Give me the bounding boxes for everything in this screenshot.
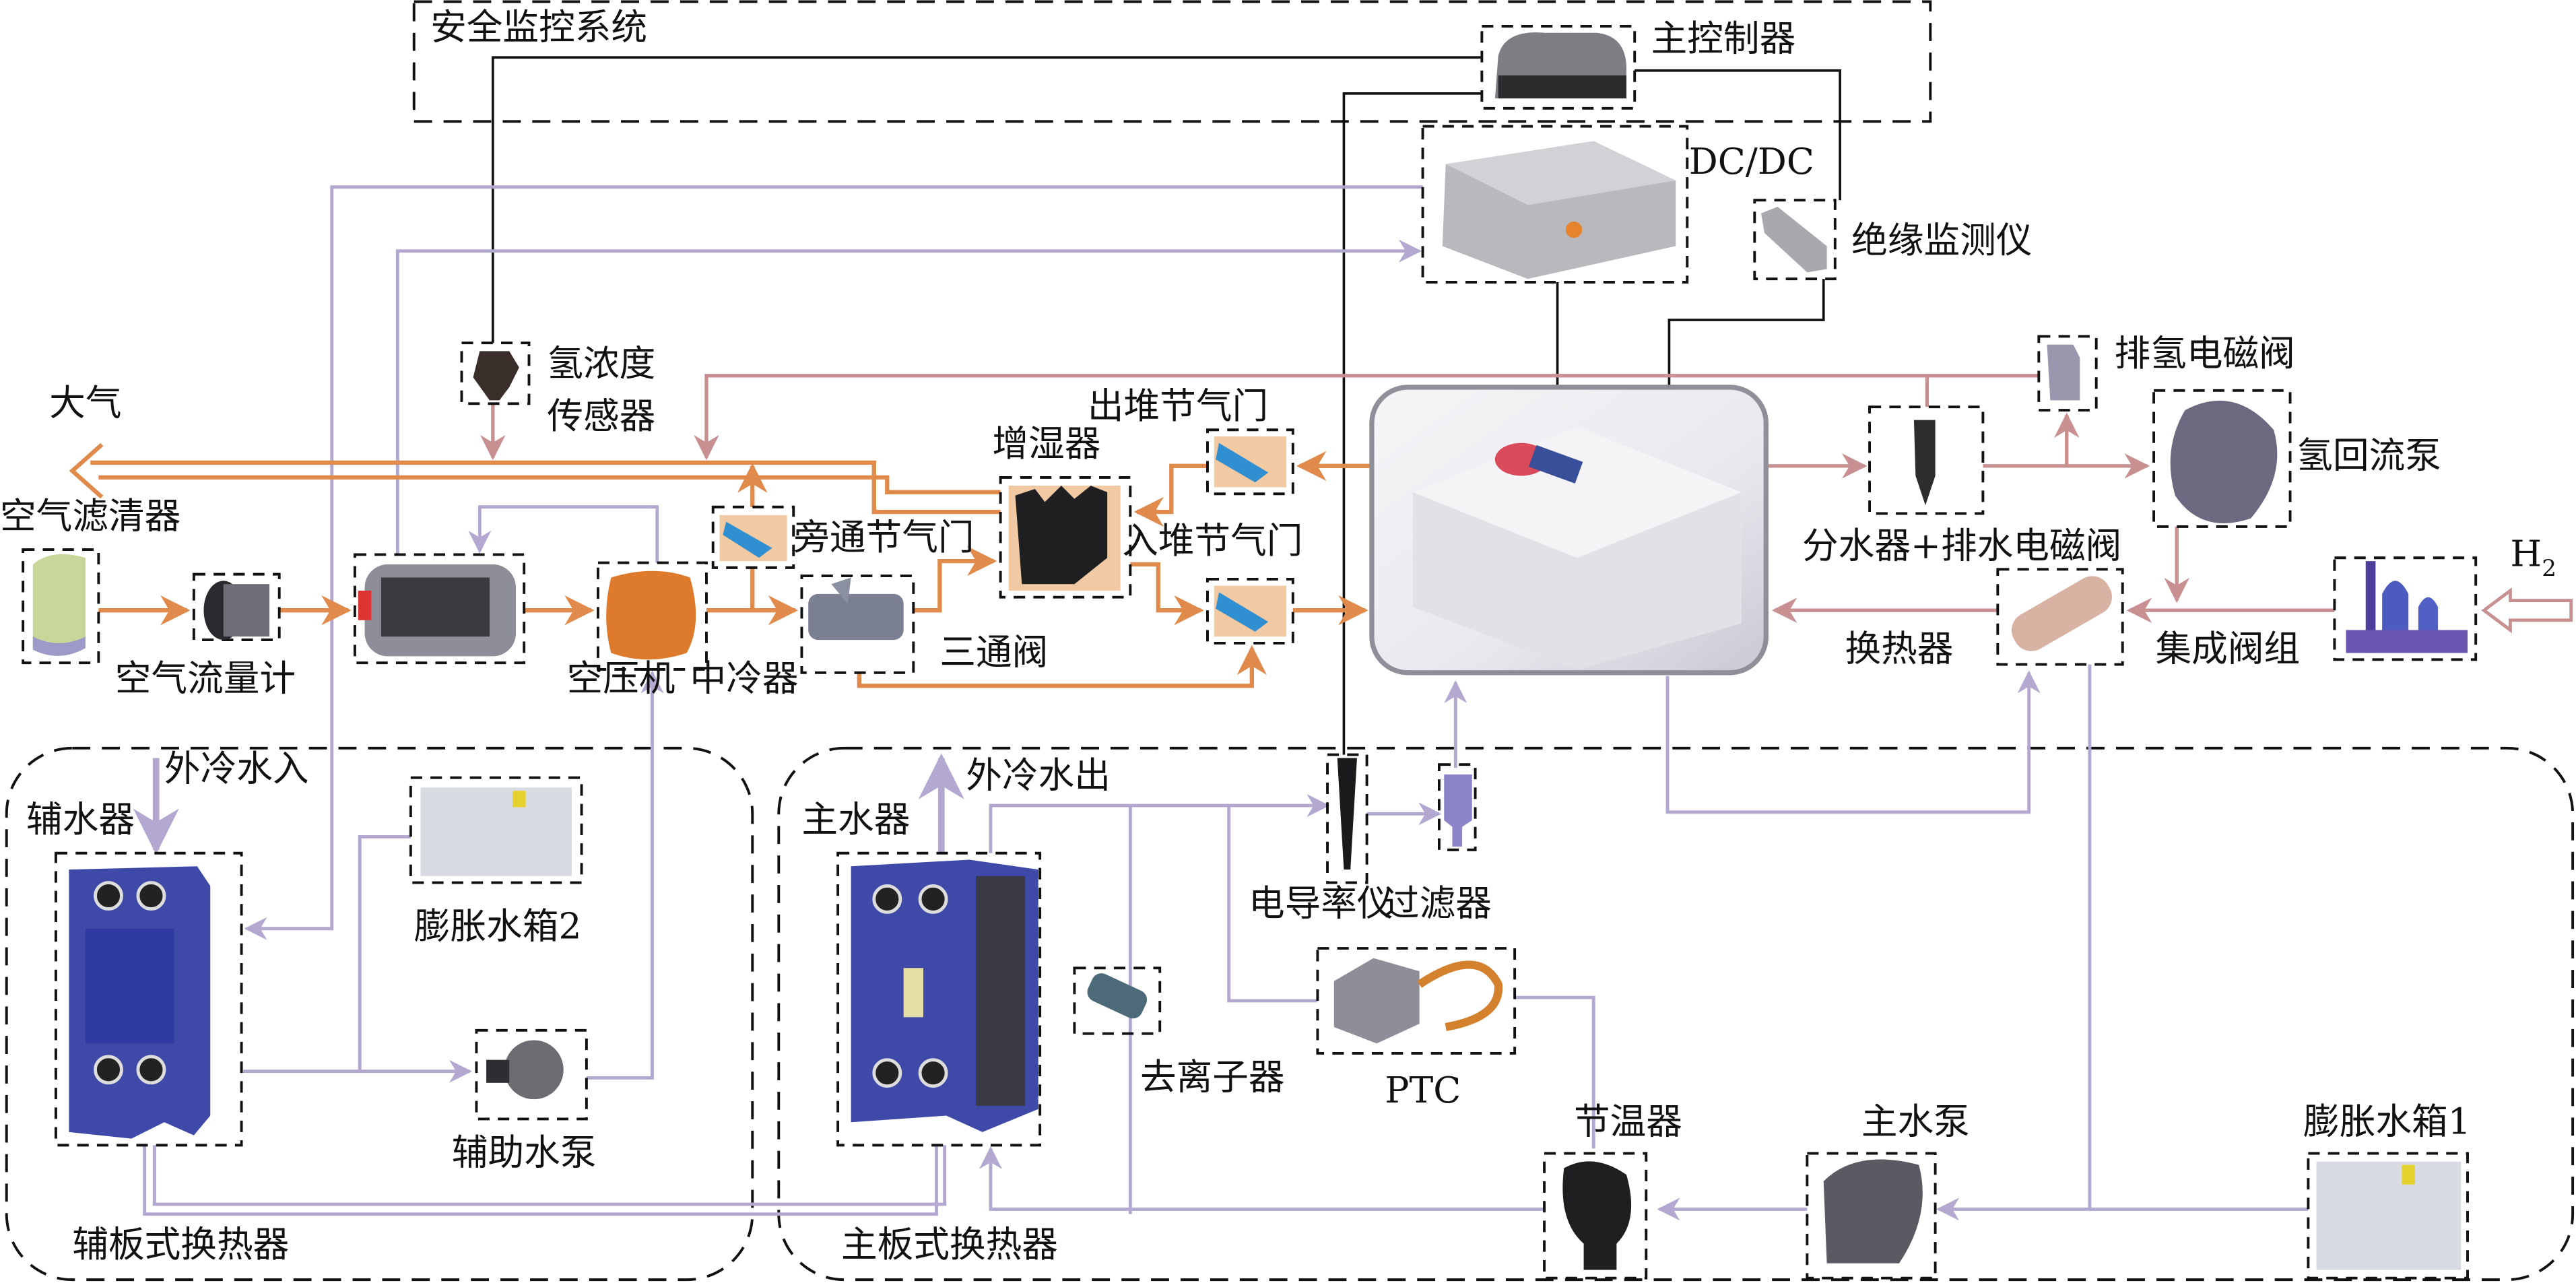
humidifier[interactable]: 增湿器 [992, 422, 1132, 599]
expansion-tank-1-label: 膨胀水箱1 [2303, 1100, 2471, 1142]
humidifier-label: 增湿器 [992, 422, 1100, 465]
coolant-line-thermo-main [979, 1146, 1545, 1211]
water-separator-label: 分水器+排水电磁阀 [1802, 524, 2121, 566]
aux-plate-heat-exchanger[interactable]: 辅水器 外冷水入 [26, 748, 309, 1147]
main-cooling-group: 主板式换热器 [777, 746, 2575, 1282]
integrated-valve-block-label: 集成阀组 [2156, 628, 2301, 670]
main-water-device-label: 主水器 [801, 798, 910, 841]
ptc-label: PTC [1385, 1069, 1461, 1111]
thermostat-label: 节温器 [1574, 1100, 1682, 1142]
dcdc-converter[interactable]: DC/DC [1421, 125, 1814, 284]
ext-cool-water-in-label: 外冷水入 [164, 748, 309, 790]
integrated-valve-block[interactable]: 集成阀组 H2 [2156, 532, 2556, 669]
safety-monitoring-group: 安全监控系统 [412, 0, 1932, 123]
outlet-throttle[interactable]: 出堆节气门 [1088, 385, 1294, 496]
air-compressor[interactable]: 空压机 [353, 553, 675, 700]
coolant-filter[interactable]: 过滤器 [1383, 763, 1492, 924]
aux-water-pump[interactable]: 辅助水泵 [452, 1028, 597, 1174]
intercooler[interactable]: 中冷器 [596, 561, 799, 700]
three-way-valve-label: 三通阀 [939, 631, 1048, 673]
deionizer[interactable]: 去离子器 [1073, 966, 1285, 1098]
heat-exchanger-label: 换热器 [1845, 628, 1953, 670]
expansion-tank-2-label: 膨胀水箱2 [414, 904, 582, 947]
main-controller[interactable]: 主控制器 [1480, 18, 1796, 110]
air-lines [69, 442, 1372, 688]
coolant-line-comp-loop [468, 505, 659, 563]
insulation-monitor-label: 绝缘监测仪 [1851, 219, 2032, 261]
deionizer-label: 去离子器 [1140, 1056, 1285, 1098]
safety-monitoring-label: 安全监控系统 [430, 5, 647, 48]
h2-inlet-label: H2 [2510, 532, 2556, 582]
signal-lines [491, 56, 1841, 755]
air-flow-meter[interactable]: 空气流量计 [115, 572, 296, 700]
bypass-throttle-label: 旁通节气门 [793, 516, 974, 558]
dcdc-label: DC/DC [1689, 140, 1814, 183]
coolant-line-aux-to-main-a [143, 1145, 938, 1216]
coolant-line-ptc-thermo [1515, 995, 1595, 1149]
aux-water-device-label: 辅水器 [26, 798, 135, 841]
main-plate-heat-exchanger-label: 主板式换热器 [841, 1223, 1058, 1265]
h2-purge-valve-label: 排氢电磁阀 [2115, 332, 2295, 374]
coolant-line-aux-pump-out [586, 670, 664, 1080]
main-controller-label: 主控制器 [1651, 18, 1796, 60]
signal-line-insulation [1634, 69, 1841, 201]
aux-cooling-group: 辅板式换热器 [5, 746, 754, 1282]
expansion-tank-2[interactable]: 膨胀水箱2 [409, 776, 583, 948]
coolant-lines [133, 185, 2309, 1221]
inlet-throttle-label: 入堆节气门 [1122, 519, 1302, 562]
three-way-valve[interactable]: 三通阀 [800, 574, 1048, 674]
conductivity-meter-label: 电导率仪 [1249, 882, 1393, 924]
signal-line-h2-sensor [491, 56, 1482, 343]
h2-concentration-sensor[interactable]: 氢浓度 传感器 [460, 341, 655, 437]
conductivity-meter[interactable]: 电导率仪 [1249, 753, 1393, 925]
inlet-throttle[interactable]: 入堆节气门 [1122, 519, 1302, 645]
h2-recirculation-pump[interactable]: 氢回流泵 [2152, 389, 2441, 528]
air-compressor-label: 空压机 [567, 657, 675, 700]
aux-plate-heat-exchanger-label: 辅板式换热器 [72, 1223, 289, 1265]
main-water-pump[interactable]: 主水泵 [1806, 1100, 1970, 1280]
coolant-line-stack-hx [1665, 670, 2041, 814]
expansion-tank-1[interactable]: 膨胀水箱1 [2303, 1100, 2471, 1280]
ptc-heater[interactable]: PTC [1316, 947, 1517, 1111]
main-water-pump-label: 主水泵 [1861, 1100, 1970, 1142]
coolant-line-main-out [989, 794, 1330, 853]
insulation-monitor[interactable]: 绝缘监测仪 [1753, 199, 2033, 281]
h2-sensor-label-1: 氢浓度 [547, 342, 655, 385]
coolant-line-aux-to-main-b [152, 1145, 947, 1206]
hydrogen-lines [480, 374, 2573, 634]
aux-water-pump-label: 辅助水泵 [452, 1131, 597, 1174]
ext-cool-water-out-label: 外冷水出 [966, 754, 1111, 796]
fuel-cell-stack[interactable] [1369, 385, 1769, 676]
air-flow-meter-label: 空气流量计 [115, 657, 296, 700]
outlet-throttle-label: 出堆节气门 [1088, 385, 1268, 427]
thermostat[interactable]: 节温器 [1543, 1100, 1682, 1280]
filter-label: 过滤器 [1383, 882, 1492, 924]
air-filter[interactable]: 空气滤清器 [0, 494, 180, 665]
h2-inlet-arrow [2481, 587, 2573, 634]
intercooler-label: 中冷器 [690, 657, 799, 700]
coolant-line-dcdc-out [244, 185, 1423, 940]
air-filter-label: 空气滤清器 [0, 494, 180, 537]
coolant-line-dcdc-in [395, 239, 1422, 555]
coolant-line-ptc [1227, 805, 1318, 1003]
signal-line-insulation-stack [1667, 279, 1825, 391]
water-separator[interactable]: 分水器+排水电磁阀 [1802, 405, 2121, 566]
h2-purge-valve[interactable]: 排氢电磁阀 [2037, 332, 2295, 412]
signal-line-conductivity [1342, 92, 1482, 755]
coolant-line-tank2 [358, 834, 411, 1072]
h2-recirculation-pump-label: 氢回流泵 [2297, 434, 2441, 476]
atmosphere-label: 大气 [49, 381, 121, 424]
h2-sensor-label-2: 传感器 [547, 395, 655, 437]
h2-heat-exchanger[interactable]: 换热器 [1845, 568, 2124, 670]
main-plate-heat-exchanger[interactable]: 主水器 外冷水出 [801, 754, 1111, 1147]
bypass-throttle[interactable]: 旁通节气门 [711, 505, 975, 569]
